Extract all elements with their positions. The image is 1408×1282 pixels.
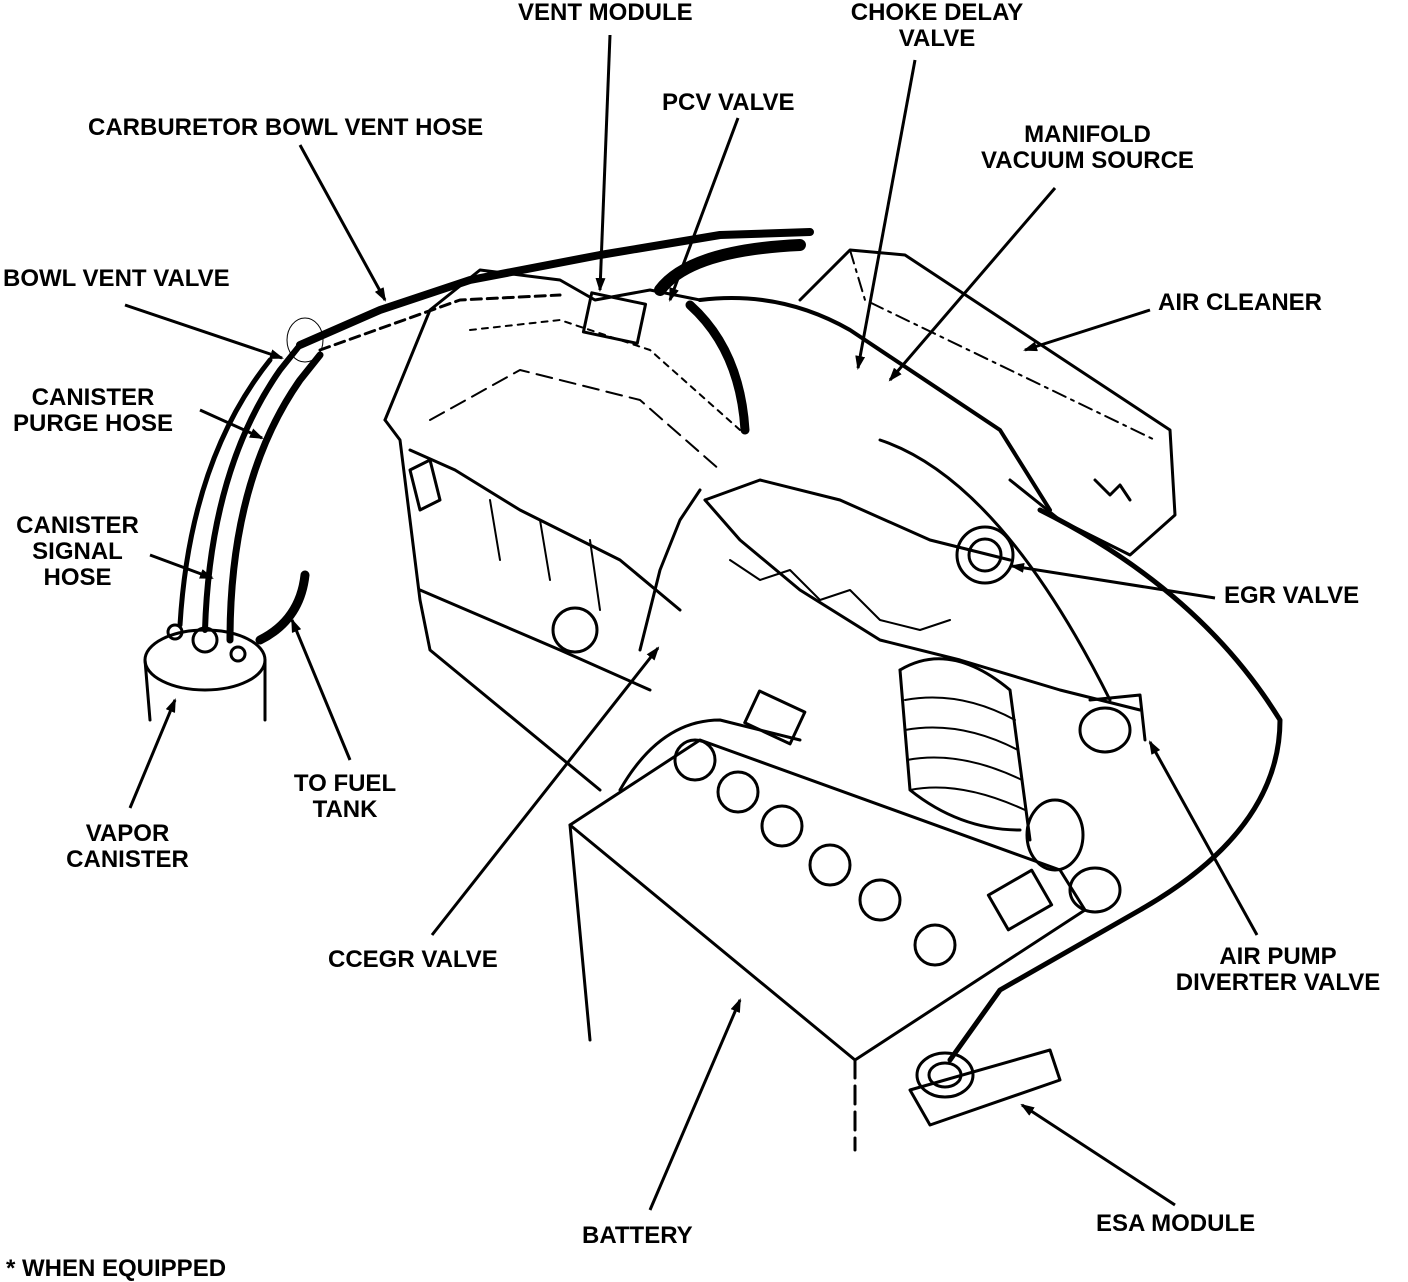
- leader-to-fuel-tank: [290, 618, 352, 761]
- label-choke-delay-valve: CHOKE DELAY VALVE: [842, 0, 1032, 52]
- label-egr-valve: EGR VALVE: [1224, 582, 1360, 609]
- label-manifold-vacuum-source-line1: MANIFOLD: [1024, 121, 1151, 148]
- leader-lines: [124, 34, 1259, 1211]
- engine-illustration: [143, 228, 1283, 1152]
- label-carburetor-bowl-vent-hose: CARBURETOR BOWL VENT HOSE: [88, 114, 484, 141]
- label-pcv-valve: PCV VALVE: [662, 89, 795, 116]
- label-choke-delay-valve-line2: VALVE: [898, 25, 976, 52]
- leader-canister-purge-hose: [199, 408, 264, 440]
- footnote: * WHEN EQUIPPED: [6, 1255, 227, 1282]
- air-cleaner-housing: [798, 248, 1177, 557]
- label-air-pump-diverter-valve-line1: AIR PUMP: [1219, 943, 1337, 970]
- label-air-pump-diverter-valve-line2: DIVERTER VALVE: [1175, 969, 1381, 996]
- leader-canister-signal-hose: [149, 553, 214, 580]
- leader-vent-module: [595, 34, 612, 292]
- label-vent-module: VENT MODULE: [518, 0, 693, 26]
- label-to-fuel-tank: TO FUEL TANK: [285, 771, 405, 823]
- leader-bowl-vent-valve: [124, 303, 284, 360]
- label-ccegr-valve: CCEGR VALVE: [328, 946, 498, 973]
- label-bowl-vent-valve: BOWL VENT VALVE: [3, 265, 230, 292]
- label-manifold-vacuum-source: MANIFOLD VACUUM SOURCE: [970, 122, 1205, 174]
- leader-esa-module: [1020, 1103, 1176, 1207]
- label-to-fuel-tank-line1: TO FUEL: [293, 770, 397, 797]
- leader-egr-valve: [1010, 562, 1216, 600]
- label-canister-signal-hose-line2: SIGNAL: [32, 538, 123, 565]
- label-choke-delay-valve-line1: CHOKE DELAY: [850, 0, 1024, 26]
- label-canister-signal-hose-line1: CANISTER: [16, 512, 139, 539]
- leader-carburetor-bowl-vent-hose: [298, 144, 387, 302]
- leader-pcv-valve: [668, 117, 740, 302]
- air-pump-diverter-body: [1025, 693, 1147, 914]
- esa-module-body: [908, 1048, 1062, 1127]
- label-canister-purge-hose-line1: CANISTER: [31, 384, 155, 411]
- label-battery: BATTERY: [582, 1222, 693, 1249]
- label-canister-purge-hose-line2: PURGE HOSE: [12, 410, 174, 437]
- leader-choke-delay-valve: [855, 59, 917, 370]
- label-vapor-canister-line1: VAPOR: [85, 820, 170, 847]
- label-manifold-vacuum-source-line2: VACUUM SOURCE: [981, 147, 1194, 174]
- label-canister-purge-hose: CANISTER PURGE HOSE: [3, 385, 183, 437]
- leader-battery: [648, 998, 742, 1211]
- air-duct: [898, 657, 1032, 842]
- label-esa-module: ESA MODULE: [1096, 1210, 1256, 1237]
- hoses: [177, 228, 1283, 1063]
- leader-manifold-vacuum-source: [888, 187, 1057, 382]
- leader-air-cleaner: [1023, 308, 1151, 352]
- label-vapor-canister: VAPOR CANISTER: [55, 821, 200, 873]
- label-canister-signal-hose-line3: HOSE: [43, 564, 112, 591]
- label-vapor-canister-line2: CANISTER: [66, 846, 189, 873]
- leader-ccegr-valve: [430, 646, 660, 936]
- label-air-pump-diverter-valve: AIR PUMP DIVERTER VALVE: [1162, 944, 1394, 996]
- intake-manifold: [638, 478, 1142, 712]
- label-to-fuel-tank-line2: TANK: [312, 796, 378, 823]
- battery-body: [568, 689, 1087, 1152]
- engine-block: [383, 268, 741, 792]
- vapor-canister: [143, 623, 267, 722]
- label-canister-signal-hose: CANISTER SIGNAL HOSE: [10, 513, 145, 591]
- leader-air-pump-diverter-valve: [1148, 740, 1259, 936]
- label-air-cleaner: AIR CLEANER: [1158, 289, 1323, 316]
- leader-vapor-canister: [128, 698, 177, 809]
